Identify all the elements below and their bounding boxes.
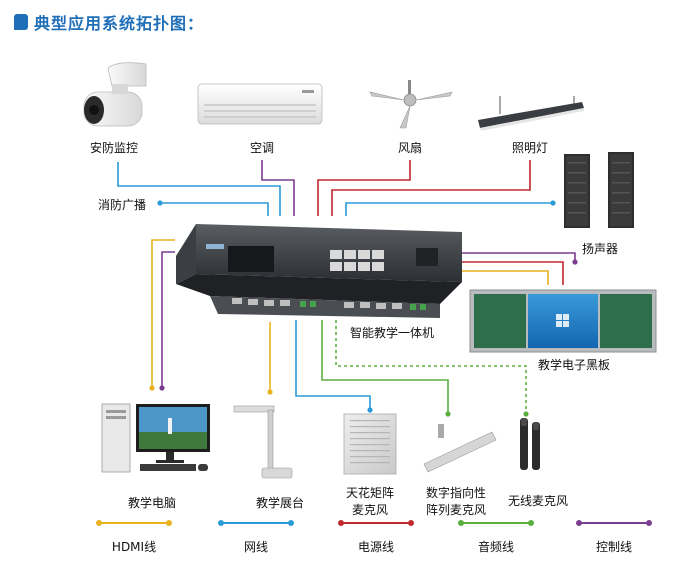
air-conditioner-icon (197, 83, 323, 125)
line-camera-network (117, 162, 281, 216)
legend-label-power: 电源线 (357, 540, 395, 554)
speaker-icon (564, 152, 634, 228)
ceiling-fan-icon (369, 80, 453, 129)
line-fan-power (317, 160, 411, 216)
label-electronic-blackboard: 教学电子黑板 (537, 358, 611, 372)
line-pc-hdmi (151, 239, 175, 388)
legend-label-hdmi: HDMI线 (111, 540, 157, 554)
line-wirelessmic-audio (335, 320, 527, 414)
line-board-control (462, 252, 576, 262)
section-header: 典型应用系统拓扑图： (14, 10, 204, 34)
line-board-hdmi (462, 270, 549, 285)
line-speaker-network (345, 202, 553, 216)
ceiling-light-icon (478, 96, 584, 131)
connection-lines (117, 160, 576, 414)
label-teaching-pc: 教学电脑 (127, 496, 177, 510)
legend-label-network: 网线 (243, 540, 269, 554)
line-arraymic-audio (321, 320, 449, 414)
line-ceilingmic-network (295, 320, 371, 410)
label-fire-broadcast: 消防广播 (98, 198, 147, 212)
label-light: 照明灯 (511, 141, 549, 155)
label-fan: 风扇 (397, 141, 423, 155)
legend-swatch-network (218, 520, 294, 526)
label-ceiling-mic-line1: 天花矩阵 (345, 486, 395, 500)
line-pc-control (161, 251, 175, 388)
teaching-hub-icon (176, 224, 462, 318)
label-teaching-hub: 智能教学一体机 (349, 326, 435, 340)
security-camera-icon (83, 62, 147, 127)
legend-swatch-control (576, 520, 652, 526)
label-speaker: 扬声器 (581, 242, 619, 256)
legend-swatch-audio (458, 520, 534, 526)
label-document-camera: 教学展台 (255, 496, 305, 510)
ceiling-mic-icon (343, 413, 397, 475)
line-ac-control (261, 160, 295, 216)
line-light-power (331, 160, 531, 216)
legend-label-control: 控制线 (595, 540, 633, 554)
label-wireless-mic: 无线麦克风 (507, 494, 569, 508)
line-board-power (462, 261, 564, 285)
connection-dots (149, 200, 578, 417)
array-mic-icon (423, 424, 497, 473)
legend-swatch-power (338, 520, 414, 526)
label-array-mic-line2: 阵列麦克风 (425, 503, 487, 517)
legend-swatch-hdmi (96, 520, 172, 526)
label-air-conditioner: 空调 (249, 141, 275, 155)
teaching-pc-icon (101, 403, 210, 473)
legend-label-audio: 音频线 (477, 540, 515, 554)
document-camera-icon (233, 405, 293, 479)
wireless-mic-icon (520, 418, 540, 470)
electronic-blackboard-icon (469, 289, 657, 353)
line-fire-network (160, 202, 269, 216)
label-security-camera: 安防监控 (89, 141, 139, 155)
label-array-mic-line1: 数字指向性 (425, 486, 487, 500)
label-ceiling-mic-line2: 麦克风 (351, 503, 389, 517)
title-marker-icon (14, 14, 28, 30)
diagram-title: 典型应用系统拓扑图： (34, 14, 205, 33)
